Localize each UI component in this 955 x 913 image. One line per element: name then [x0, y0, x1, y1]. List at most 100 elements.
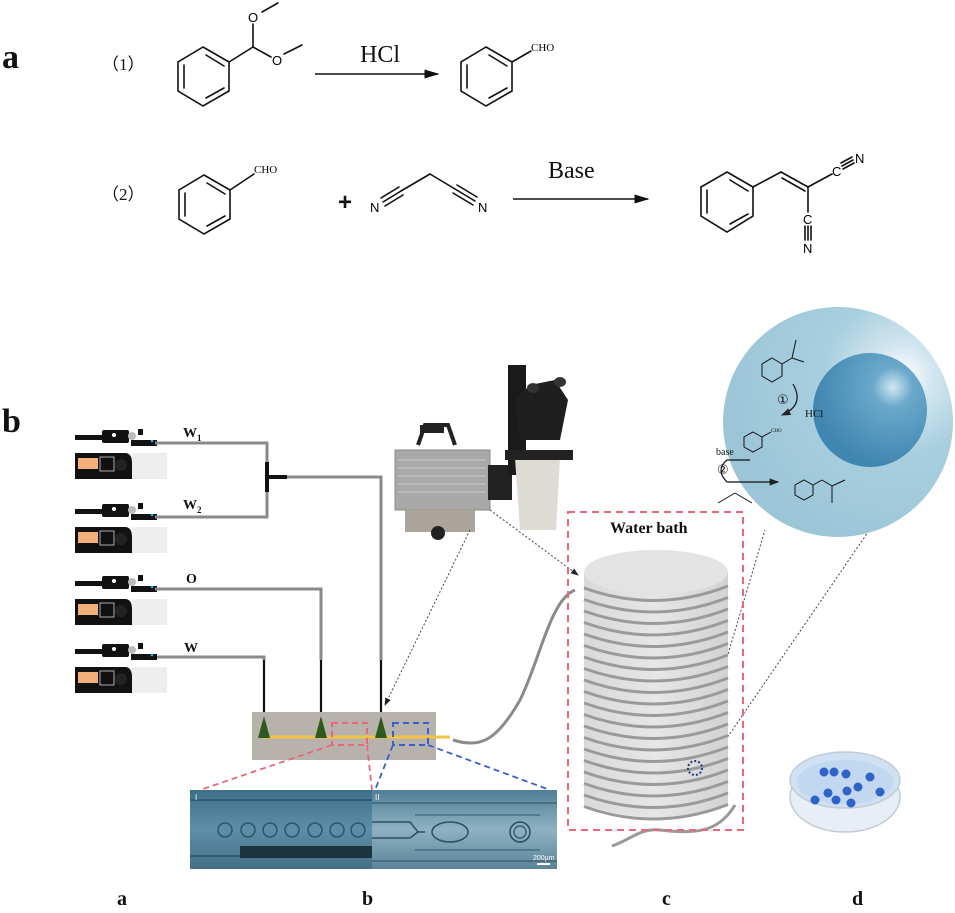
tubing-combined-water: [287, 475, 383, 660]
collected-droplet: [875, 787, 885, 797]
benzaldehyde-product-structure: CHO: [460, 42, 554, 107]
coil-loop: [583, 699, 729, 717]
inset-reagent-base: base: [716, 447, 734, 458]
droplet-inset: ① HCl CHO base ②: [716, 307, 953, 537]
plus-sign: +: [338, 189, 352, 216]
coil-loop: [583, 653, 729, 671]
high-speed-camera: [394, 449, 491, 511]
benzaldehyde-reactant-structure: CHO: [178, 164, 277, 235]
collected-droplet: [853, 782, 863, 792]
syringe-pump: [75, 429, 167, 479]
panel-label-a: a: [2, 39, 19, 76]
collected-droplet: [829, 767, 839, 777]
syringe-pump: [75, 643, 167, 693]
inset-step-1: ①: [777, 393, 789, 408]
coil-loop: [583, 630, 729, 648]
inset-product-structure: [794, 479, 846, 503]
collected-droplet: [831, 795, 841, 805]
region-label-2: II: [375, 793, 379, 802]
scale-bar-label: 200μm: [533, 855, 555, 862]
carbon-atom: C: [832, 164, 841, 179]
chip-inlets: [258, 716, 387, 738]
inlet-nozzle: [315, 716, 327, 738]
sublabel-c: c: [662, 888, 671, 910]
coil-loop: [583, 791, 729, 809]
inset-reagent-hcl: HCl: [805, 408, 823, 420]
coil-loop: [583, 619, 729, 637]
camera-handle: [420, 425, 444, 433]
pump-label-w2: W2: [183, 498, 202, 515]
microscope-eyepieces: [515, 380, 568, 440]
coil-loop: [583, 596, 729, 614]
syringe-pumps: [75, 429, 167, 693]
coil-loop: [583, 607, 729, 625]
coil-loop: [583, 803, 729, 821]
tubing-w1-w2: [155, 441, 269, 519]
zoom-connectors: [199, 744, 551, 791]
syringe-pump: [75, 503, 167, 553]
zoom-region-2: [392, 722, 429, 746]
inset-acetal-structure: [761, 339, 805, 383]
inset-benzaldehyde-structure: [743, 431, 772, 453]
coil-loop: [583, 676, 729, 694]
coil-loop: [583, 780, 729, 798]
droplet-inner-core: [813, 353, 927, 467]
syringe-pump: [75, 575, 167, 625]
micrograph: I II 200μm: [190, 790, 557, 869]
camera-stage: [405, 510, 475, 532]
coil-loop: [583, 642, 729, 660]
coil-loop: [583, 722, 729, 740]
sublabel-a: a: [117, 888, 127, 910]
collected-droplet: [842, 786, 852, 796]
pump-label-oil: O: [186, 572, 197, 587]
coil-loop: [583, 711, 729, 729]
nitrogen-atom: N: [478, 200, 487, 215]
collected-droplet: [841, 769, 851, 779]
nitrogen-atom: N: [803, 241, 812, 256]
coil-loop: [583, 768, 729, 786]
coiled-tubing-cylinder: [583, 550, 729, 821]
tubing-to-bath: [452, 588, 576, 745]
cho-group: CHO: [531, 42, 554, 54]
inset-step-2: ②: [717, 463, 729, 478]
region-label-1: I: [195, 793, 197, 802]
malononitrile-structure: N N: [370, 173, 487, 215]
tubing-water: [157, 655, 266, 660]
step-number-2: （2）: [102, 185, 145, 204]
stage-knob: [431, 526, 445, 540]
tubing-oil: [155, 587, 323, 660]
coil-loop: [583, 688, 729, 706]
pump-label-water: W: [184, 641, 198, 656]
inset-malononitrile: [717, 492, 753, 504]
reagent-hcl: HCl: [360, 42, 400, 68]
sublabel-d: d: [852, 888, 863, 910]
inset-cho: CHO: [771, 429, 782, 434]
droplets-train: [217, 822, 366, 838]
sublabel-b: b: [362, 888, 373, 910]
oil-channel: [240, 846, 372, 858]
panel-label-b: b: [2, 403, 21, 440]
collected-droplet: [819, 767, 829, 777]
reagent-base: Base: [548, 158, 595, 184]
coil-loop: [583, 757, 729, 775]
step-number-1: （1）: [102, 55, 145, 74]
zoom-region-1: [331, 722, 368, 746]
microscope-arm: [508, 365, 526, 475]
collected-droplet: [865, 772, 875, 782]
benzaldehyde-dimethyl-acetal-structure: O O: [177, 2, 303, 107]
petri-dish: [789, 751, 901, 833]
tubing-to-dish: [611, 804, 737, 848]
inset-arrow-1: [780, 383, 798, 416]
nitrogen-atom: N: [370, 200, 379, 215]
coil-loop: [583, 745, 729, 763]
high-speed-camera-microscope: [394, 365, 573, 540]
coil-loop: [583, 665, 729, 683]
collected-droplet: [846, 798, 856, 808]
inlet-nozzle: [375, 716, 387, 738]
collected-droplet: [823, 788, 833, 798]
oxygen-atom: O: [248, 10, 258, 25]
water-bath-label: Water bath: [610, 520, 688, 537]
microscope-body: [515, 458, 560, 530]
